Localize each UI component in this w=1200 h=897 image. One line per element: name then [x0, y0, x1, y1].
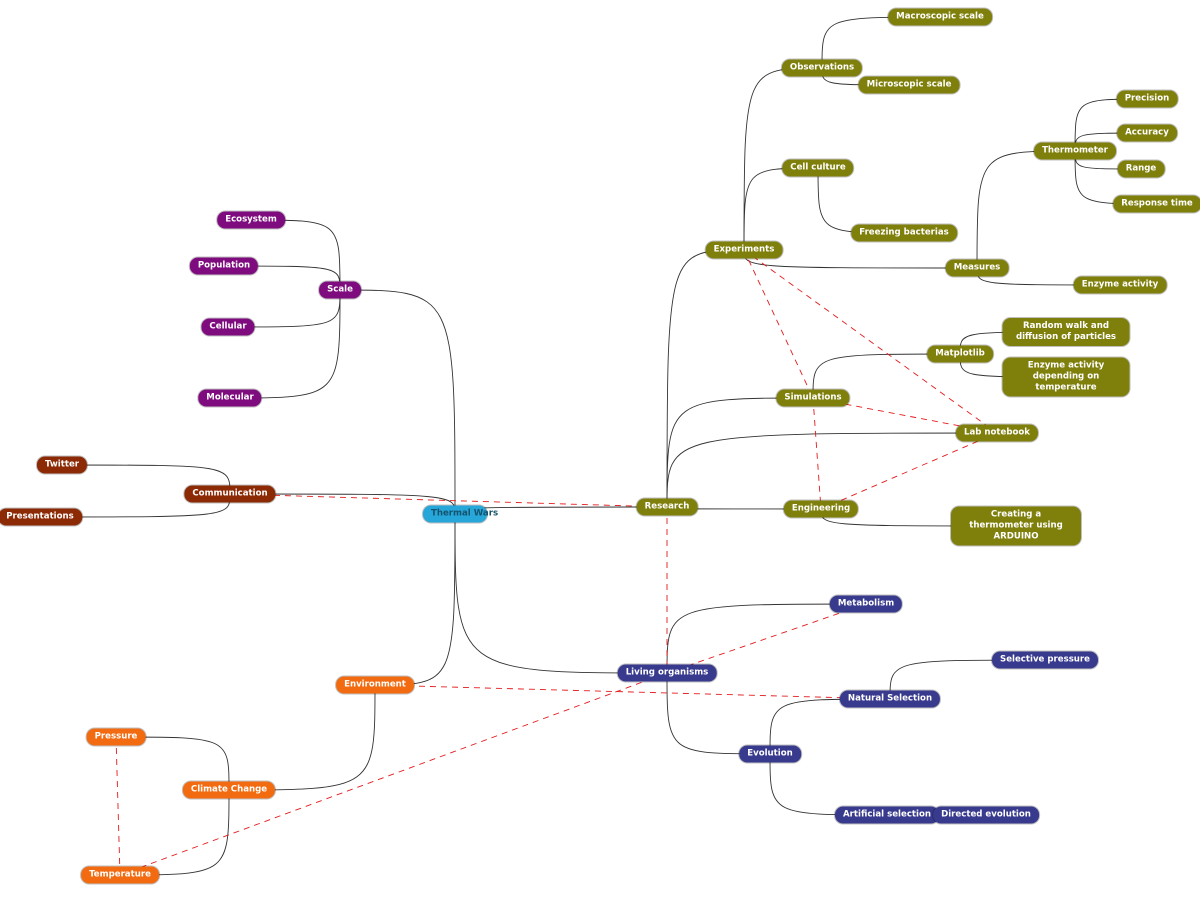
node-natural-selection[interactable]: Natural Selection	[839, 690, 941, 708]
node-molecular[interactable]: Molecular	[198, 389, 262, 407]
tree-link-communication-twitter	[61, 464, 231, 495]
cross-link-pressure-temperature	[115, 736, 121, 876]
cross-link-engineering-lab_notebook	[820, 432, 998, 510]
tree-link-simulations-matplotlib	[812, 353, 961, 399]
node-cellular[interactable]: Cellular	[201, 318, 255, 336]
node-experiments[interactable]: Experiments	[705, 241, 783, 259]
node-enzyme-activity-temperature[interactable]: Enzyme activity depending on temperature	[1002, 357, 1130, 397]
tree-link-environment-climate_change	[228, 684, 376, 791]
node-enzyme-activity[interactable]: Enzyme activity	[1073, 276, 1167, 294]
node-scale[interactable]: Scale	[319, 281, 361, 299]
tree-link-research-experiments	[666, 249, 745, 508]
node-engineering[interactable]: Engineering	[783, 500, 859, 518]
node-population[interactable]: Population	[189, 257, 259, 275]
node-metabolism[interactable]: Metabolism	[829, 595, 903, 613]
node-selective-pressure[interactable]: Selective pressure	[992, 651, 1098, 669]
tree-link-research-lab_notebook	[666, 432, 998, 508]
node-cell-culture[interactable]: Cell culture	[782, 159, 854, 177]
node-range[interactable]: Range	[1117, 160, 1165, 178]
node-temperature[interactable]: Temperature	[81, 866, 159, 884]
node-ecosystem[interactable]: Ecosystem	[217, 211, 285, 229]
node-freezing-bacterias[interactable]: Freezing bacterias	[851, 224, 957, 242]
node-lab-notebook[interactable]: Lab notebook	[955, 424, 1039, 442]
node-twitter[interactable]: Twitter	[36, 456, 88, 474]
node-arduino-thermometer[interactable]: Creating a thermometer using ARDUINO	[951, 506, 1081, 546]
tree-link-thermal_wars-scale	[339, 289, 456, 515]
node-random-walk[interactable]: Random walk and diffusion of particles	[1002, 318, 1130, 346]
tree-link-thermal_wars-environment	[374, 513, 456, 686]
cross-link-environment-natural_selection	[374, 684, 891, 700]
node-microscopic-scale[interactable]: Microscopic scale	[858, 76, 960, 94]
node-simulations[interactable]: Simulations	[776, 389, 850, 407]
node-observations[interactable]: Observations	[781, 59, 863, 77]
tree-link-cell_culture-freezing_bacterias	[817, 167, 905, 234]
tree-link-experiments-cell_culture	[743, 167, 819, 251]
node-thermometer[interactable]: Thermometer	[1034, 142, 1116, 160]
tree-link-thermal_wars-living_organisms	[454, 513, 668, 674]
tree-link-measures-thermometer	[976, 150, 1076, 269]
node-thermal-wars[interactable]: Thermal Wars	[423, 505, 498, 523]
node-living-organisms[interactable]: Living organisms	[617, 664, 717, 682]
tree-link-living_organisms-evolution	[666, 672, 771, 755]
tree-link-research-simulations	[666, 397, 814, 508]
tree-link-living_organisms-metabolism	[666, 603, 867, 674]
tree-link-climate_change-temperature	[119, 789, 230, 876]
cross-link-simulations-engineering	[812, 397, 822, 510]
cross-link-temperature-living_organisms	[119, 672, 668, 876]
tree-link-scale-molecular	[229, 289, 341, 399]
node-accuracy[interactable]: Accuracy	[1117, 124, 1177, 142]
node-precision[interactable]: Precision	[1116, 90, 1178, 108]
node-artificial-selection[interactable]: Artificial selection	[835, 806, 939, 824]
cross-link-living_organisms-metabolism	[666, 603, 867, 674]
cross-link-communication-research	[229, 493, 668, 508]
cross-link-experiments-lab_notebook	[743, 249, 998, 434]
node-pressure[interactable]: Pressure	[86, 728, 146, 746]
tree-link-climate_change-pressure	[115, 736, 230, 791]
node-evolution[interactable]: Evolution	[739, 745, 801, 763]
node-research[interactable]: Research	[636, 498, 698, 516]
node-directed-evolution[interactable]: Directed evolution	[933, 806, 1039, 824]
tree-link-scale-ecosystem	[250, 219, 341, 291]
node-presentations[interactable]: Presentations	[0, 508, 82, 526]
cross-link-experiments-simulations	[743, 249, 814, 399]
node-communication[interactable]: Communication	[184, 485, 276, 503]
node-matplotlib[interactable]: Matplotlib	[927, 345, 993, 363]
node-climate-change[interactable]: Climate Change	[182, 781, 276, 799]
node-measures[interactable]: Measures	[945, 259, 1009, 277]
node-environment[interactable]: Environment	[336, 676, 414, 694]
node-macroscopic-scale[interactable]: Macroscopic scale	[888, 8, 992, 26]
node-response-time[interactable]: Response time	[1113, 195, 1200, 213]
